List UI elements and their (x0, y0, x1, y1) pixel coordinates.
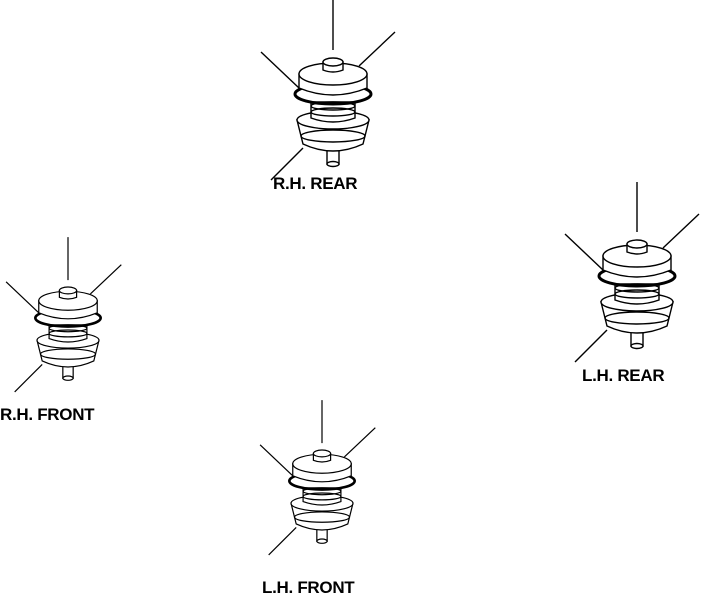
rh-front-label: R.H. FRONT (0, 405, 95, 424)
lh-front-mount (258, 398, 377, 557)
rh-rear-mount (259, 0, 397, 182)
lh-rear-label: L.H. REAR (582, 366, 665, 385)
lh-rear-mount (563, 180, 701, 364)
lh-front-label: L.H. FRONT (262, 578, 355, 597)
rh-rear-label: R.H. REAR (273, 174, 358, 193)
rh-front-mount (4, 235, 123, 394)
